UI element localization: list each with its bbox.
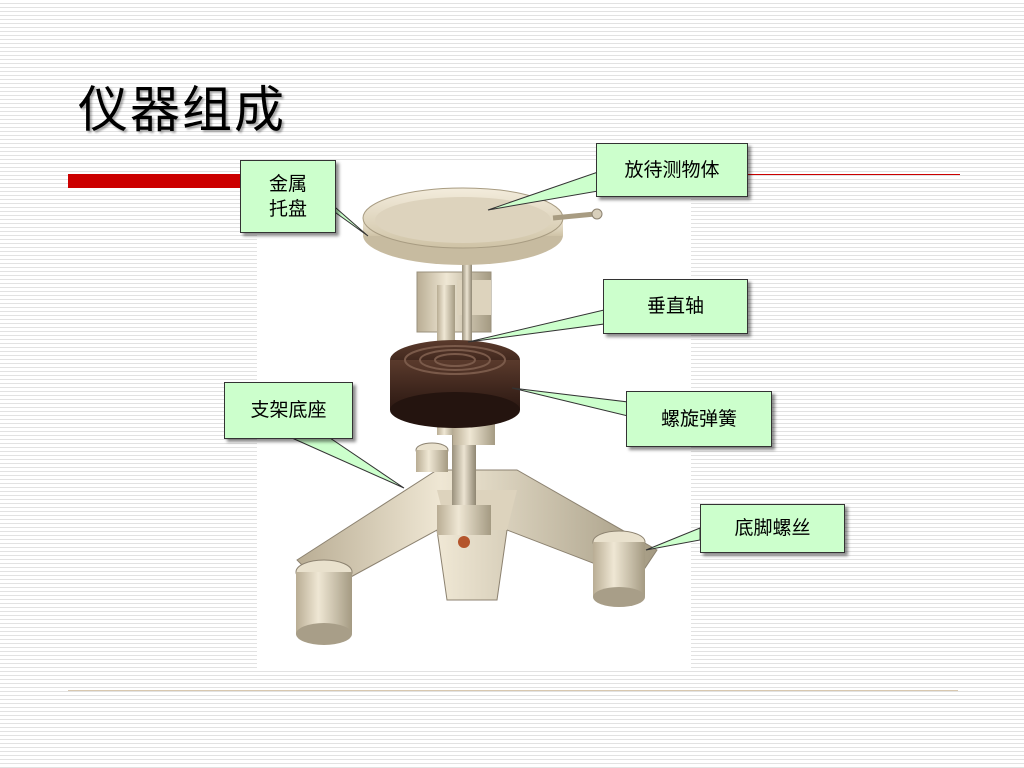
- label-leveling-screw: 底脚螺丝: [700, 504, 845, 553]
- footer-divider: [68, 690, 958, 691]
- torsion-pendulum-illustration: [295, 187, 658, 645]
- label-object-placement: 放待测物体: [596, 143, 748, 197]
- label-spiral-spring: 螺旋弹簧: [626, 391, 772, 447]
- label-vertical-axis: 垂直轴: [603, 279, 748, 334]
- label-base-stand: 支架底座: [224, 382, 353, 439]
- label-metal-tray: 金属 托盘: [240, 160, 336, 233]
- slide-title: 仪器组成: [78, 81, 286, 139]
- title-accent-bar: [68, 174, 258, 188]
